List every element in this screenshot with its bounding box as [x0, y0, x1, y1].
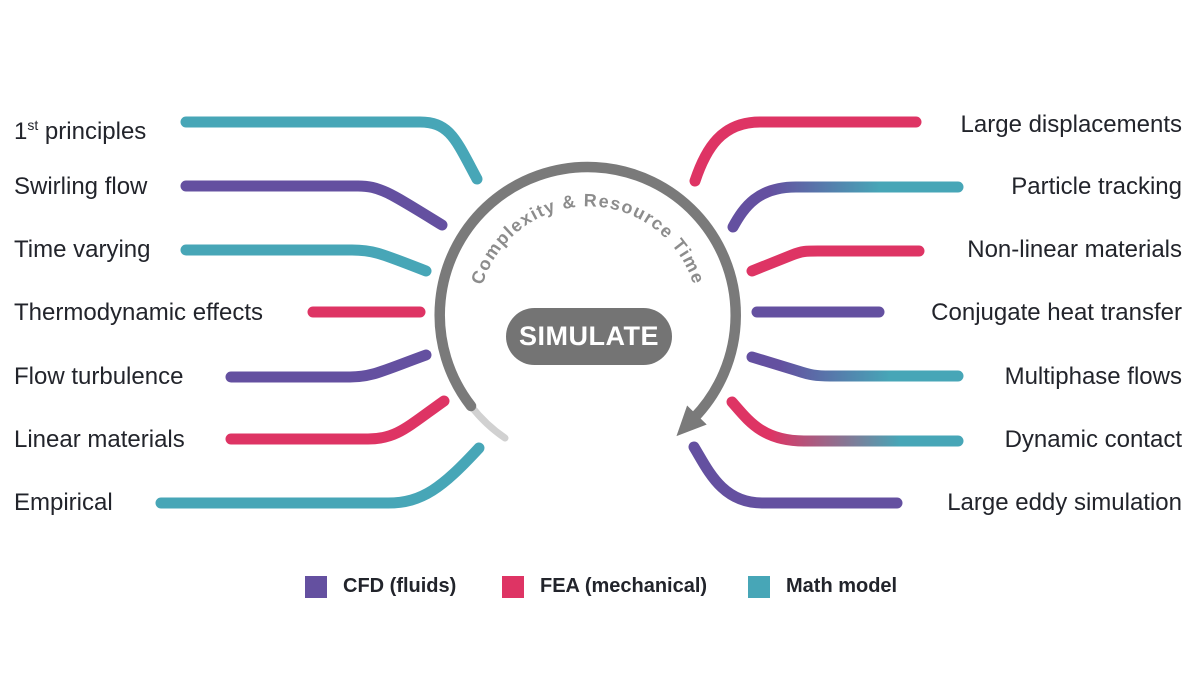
- line-empirical: [155, 442, 485, 509]
- line-swirling-flow: [180, 180, 448, 231]
- line-1st-principles: [180, 116, 483, 185]
- line-flow-turbulence: [225, 349, 432, 383]
- cycle-arrow-tail: [467, 402, 509, 442]
- superscript-st: st: [27, 117, 39, 133]
- label-conjugate-heat-transfer: Conjugate heat transfer: [931, 299, 1182, 326]
- label-dynamic-contact: Dynamic contact: [1004, 426, 1182, 453]
- simulate-button[interactable]: SIMULATE: [506, 308, 672, 365]
- label-large-eddy-simulation: Large eddy simulation: [947, 489, 1182, 516]
- arc-caption-text: Complexity & Resource Time: [467, 190, 707, 287]
- legend-label-math: Math model: [786, 575, 898, 597]
- label-1st-principles: 1st principles: [14, 117, 147, 145]
- label-particle-tracking: Particle tracking: [1011, 173, 1182, 200]
- line-large-displacements: [689, 116, 922, 187]
- line-linear-materials: [225, 395, 450, 445]
- line-particle-tracking: [727, 181, 964, 233]
- label-empirical: Empirical: [14, 489, 113, 516]
- legend-swatch-fea-icon: [502, 575, 524, 598]
- line-time-varying: [180, 244, 432, 277]
- label-time-varying: Time varying: [14, 236, 151, 263]
- arc-caption: Complexity & Resource Time: [467, 190, 709, 287]
- label-thermodynamic-effects: Thermodynamic effects: [14, 299, 263, 326]
- line-non-linear-materials: [746, 245, 925, 277]
- legend-item-math: Math model: [748, 575, 897, 598]
- legend-label-cfd: CFD (fluids): [343, 575, 457, 597]
- line-multiphase-flows: [746, 351, 964, 382]
- label-swirling-flow: Swirling flow: [14, 173, 148, 200]
- legend-label-fea: FEA (mechanical): [540, 575, 708, 597]
- legend-swatch-math-icon: [748, 575, 770, 598]
- legend-item-fea: FEA (mechanical): [502, 575, 707, 598]
- line-large-eddy-simulation: [688, 441, 903, 509]
- legend-swatch-cfd-icon: [305, 575, 327, 598]
- label-multiphase-flows: Multiphase flows: [1004, 363, 1182, 390]
- label-non-linear-materials: Non-linear materials: [967, 236, 1182, 263]
- label-linear-materials: Linear materials: [14, 426, 185, 453]
- label-large-displacements: Large displacements: [960, 111, 1182, 138]
- line-dynamic-contact: [726, 396, 964, 447]
- cycle-arrow-arc: [434, 161, 741, 437]
- legend-item-cfd: CFD (fluids): [305, 575, 456, 598]
- label-flow-turbulence: Flow turbulence: [14, 363, 184, 390]
